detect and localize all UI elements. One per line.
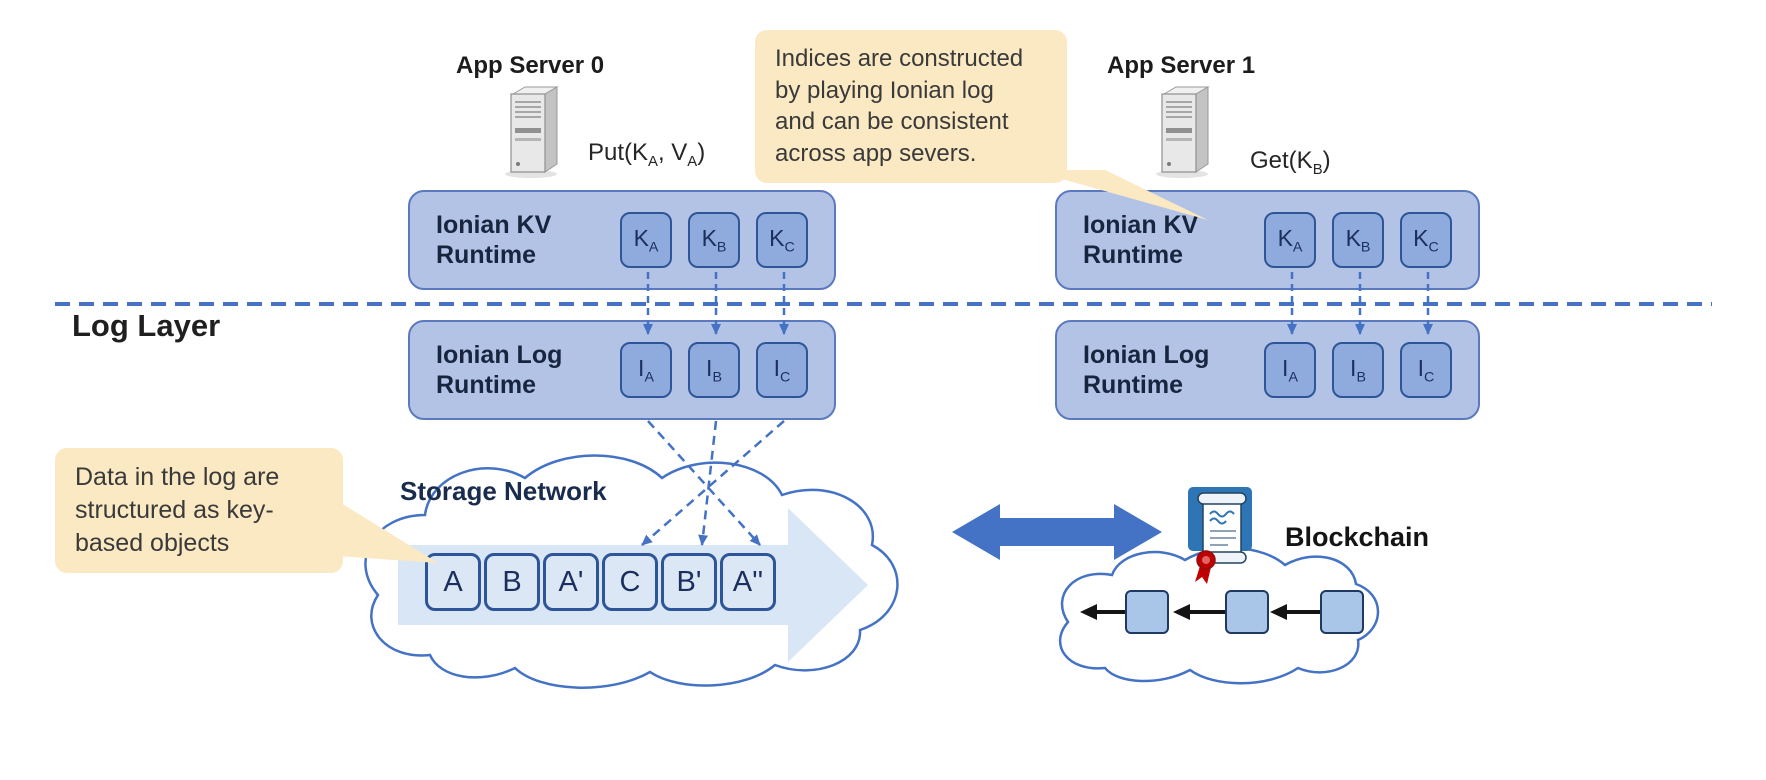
app-server-0-title: App Server 0 [456,52,605,79]
index-chip: IC [1400,342,1452,398]
log-layer-label: Log Layer [72,308,221,343]
key-chip: KB [688,212,740,268]
log-item: B' [661,553,717,611]
blockchain-block [1320,590,1364,634]
index-chip: IB [1332,342,1384,398]
log-item: C [602,553,658,611]
app-server-1-title: App Server 1 [1107,52,1256,79]
get-operation-label: Get(KB) [1250,147,1331,178]
index-chip: IB [688,342,740,398]
runtime-title: Ionian KV Runtime [436,210,552,270]
index-chip-row: IA IB IC [1264,342,1452,398]
log-objects-callout: Data in the log are structured as key- b… [55,448,343,573]
index-chip: IC [756,342,808,398]
kv-runtime-box-left: Ionian KV Runtime KA KB KC [408,190,836,290]
kv-runtime-box-right: Ionian KV Runtime KA KB KC [1055,190,1480,290]
log-to-storage-arrows [641,420,785,546]
sync-double-arrow [952,504,1162,560]
blockchain-label: Blockchain [1285,522,1430,552]
chain-link-arrows [1080,604,1320,620]
server-icon [505,86,559,178]
log-item: B [484,553,540,611]
index-chip-row: IA IB IC [620,342,808,398]
log-item: A'' [720,553,776,611]
blockchain-block [1125,590,1169,634]
log-item: A [425,553,481,611]
runtime-title: Ionian Log Runtime [436,340,563,400]
blockchain-block [1225,590,1269,634]
key-chip: KC [756,212,808,268]
put-operation-label: Put(KA, VA) [588,139,706,170]
index-chip: IA [1264,342,1316,398]
indices-callout: Indices are constructed by playing Ionia… [755,30,1067,183]
key-chip-row: KA KB KC [620,212,808,268]
runtime-title: Ionian KV Runtime [1083,210,1199,270]
log-runtime-box-right: Ionian Log Runtime IA IB IC [1055,320,1480,420]
index-chip: IA [620,342,672,398]
server-icon [1156,86,1210,178]
runtime-title: Ionian Log Runtime [1083,340,1210,400]
key-chip: KA [1264,212,1316,268]
log-item: A' [543,553,599,611]
log-objects-callout-tail [336,500,438,563]
key-chip: KA [620,212,672,268]
smart-contract-scroll-icon [1188,487,1252,584]
key-chip: KB [1332,212,1384,268]
key-chip: KC [1400,212,1452,268]
storage-network-title: Storage Network [400,476,607,506]
key-chip-row: KA KB KC [1264,212,1452,268]
log-runtime-box-left: Ionian Log Runtime IA IB IC [408,320,836,420]
